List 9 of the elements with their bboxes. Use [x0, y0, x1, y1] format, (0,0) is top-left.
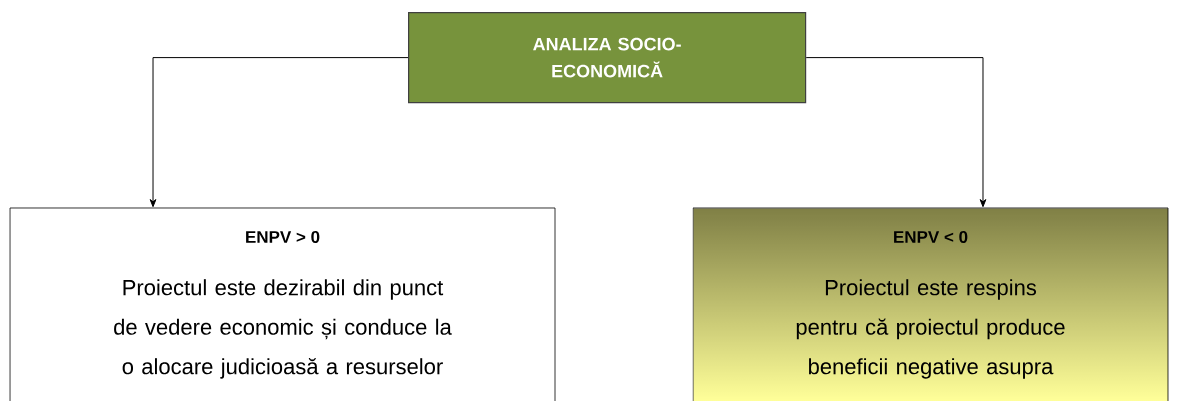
arrow	[149, 57, 409, 208]
title-box: ANALIZA SOCIO-ECONOMICĂ	[408, 12, 807, 104]
box-text: Proiectul este respins pentru că proiectul produce beneficii negative asupra	[796, 279, 1065, 379]
box-heading: ENPV > 0	[246, 230, 320, 243]
text-box	[692, 207, 1169, 401]
arrow	[805, 57, 987, 208]
box-heading: ENPV < 0	[894, 230, 968, 243]
box-text: Proiectul este dezirabil din punct de vedere economic și conduce la o alocare judicioasă a resurselor	[114, 279, 452, 379]
text-box	[9, 207, 556, 401]
